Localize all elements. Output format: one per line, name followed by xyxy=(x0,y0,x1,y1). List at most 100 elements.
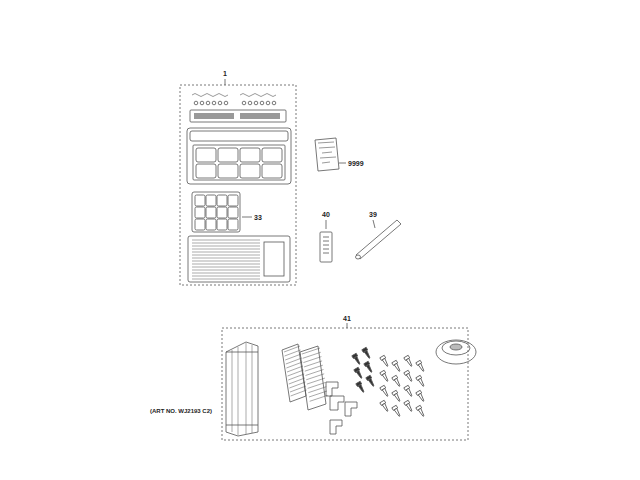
knob xyxy=(194,101,198,105)
grille-slat xyxy=(192,270,260,271)
foam-hatch xyxy=(305,365,323,371)
filter-cell xyxy=(206,219,216,230)
leader-line xyxy=(347,323,348,328)
screw xyxy=(416,375,426,387)
screw xyxy=(392,390,402,402)
group-outline xyxy=(180,85,296,285)
knob xyxy=(260,101,264,105)
control-panel xyxy=(190,94,286,123)
grille-slat xyxy=(192,264,260,265)
group-outline xyxy=(222,328,468,440)
foam-hatch xyxy=(310,395,328,401)
knob xyxy=(200,101,204,105)
screw xyxy=(392,375,402,387)
screw xyxy=(392,360,402,372)
callout-number: 1 xyxy=(223,70,227,77)
grille-slat xyxy=(192,240,260,241)
frame-cell xyxy=(262,148,282,162)
screw xyxy=(404,400,414,412)
screw xyxy=(362,347,372,359)
screw xyxy=(366,375,376,387)
foam-seal xyxy=(282,344,328,410)
grille-slat xyxy=(192,252,260,253)
bracket xyxy=(326,382,357,434)
foam-hatch xyxy=(309,391,327,397)
leader-line xyxy=(339,163,346,164)
foam-hatch xyxy=(306,374,324,380)
side-curtain xyxy=(226,342,258,436)
screw xyxy=(416,390,426,402)
foam-hatch xyxy=(291,390,307,396)
frame-cell xyxy=(218,148,238,162)
callout-number: 9999 xyxy=(348,160,364,167)
knob xyxy=(266,101,270,105)
frame-cell xyxy=(196,148,216,162)
screw xyxy=(416,405,426,417)
foam-hatch xyxy=(306,370,324,376)
screw xyxy=(380,385,390,397)
grille-slat xyxy=(192,261,260,262)
grille-slat xyxy=(192,279,260,280)
foam-hatch xyxy=(308,382,326,388)
knob xyxy=(218,101,222,105)
filter-cell xyxy=(217,219,227,230)
callout-number: 40 xyxy=(322,211,330,218)
remote-control xyxy=(320,232,332,262)
foam-hatch xyxy=(304,361,322,367)
air-filter xyxy=(192,192,240,232)
callout-number: 39 xyxy=(369,211,377,218)
filter-cell xyxy=(195,207,205,218)
leader-line xyxy=(373,220,375,228)
frame-cell xyxy=(218,164,238,178)
callout-number: 33 xyxy=(254,214,262,221)
screw xyxy=(404,370,414,382)
grille-slat xyxy=(192,276,260,277)
screw-set xyxy=(352,347,426,417)
filter-cell xyxy=(228,207,238,218)
frame-cell xyxy=(240,148,260,162)
grille-slat xyxy=(192,255,260,256)
foam-hatch xyxy=(308,387,326,393)
grille-slat xyxy=(192,249,260,250)
screw xyxy=(404,385,414,397)
screw xyxy=(416,360,426,372)
frame-cell xyxy=(240,164,260,178)
filter-cell xyxy=(195,219,205,230)
screw xyxy=(352,353,362,365)
screw xyxy=(364,361,374,373)
leader-line xyxy=(242,217,252,218)
knob xyxy=(248,101,252,105)
grille-slat xyxy=(192,246,260,247)
knob xyxy=(272,101,276,105)
filter-cell xyxy=(206,207,216,218)
screw xyxy=(380,370,390,382)
knob xyxy=(212,101,216,105)
filter-cell xyxy=(217,207,227,218)
grille-slat xyxy=(192,267,260,268)
grille-slat xyxy=(192,243,260,244)
filter-cell xyxy=(195,195,205,206)
knob xyxy=(224,101,228,105)
screw xyxy=(404,355,414,367)
leader-line xyxy=(225,79,226,85)
leader-line xyxy=(326,220,327,229)
drain-cap xyxy=(436,340,476,364)
knob xyxy=(242,101,246,105)
filter-cell xyxy=(217,195,227,206)
screw xyxy=(354,367,364,379)
foam-hatch xyxy=(303,357,321,363)
knob xyxy=(206,101,210,105)
drain-tube xyxy=(356,220,402,259)
art-number: (ART NO. WJ2193 C2) xyxy=(150,408,212,414)
grille-slat xyxy=(192,258,260,259)
foam-hatch xyxy=(303,352,321,358)
front-panel xyxy=(187,128,291,184)
foam-hatch xyxy=(307,378,325,384)
screw xyxy=(392,405,402,417)
screw xyxy=(356,381,366,393)
grille-slat xyxy=(192,273,260,274)
screw xyxy=(380,400,390,412)
foam-hatch xyxy=(302,348,320,354)
